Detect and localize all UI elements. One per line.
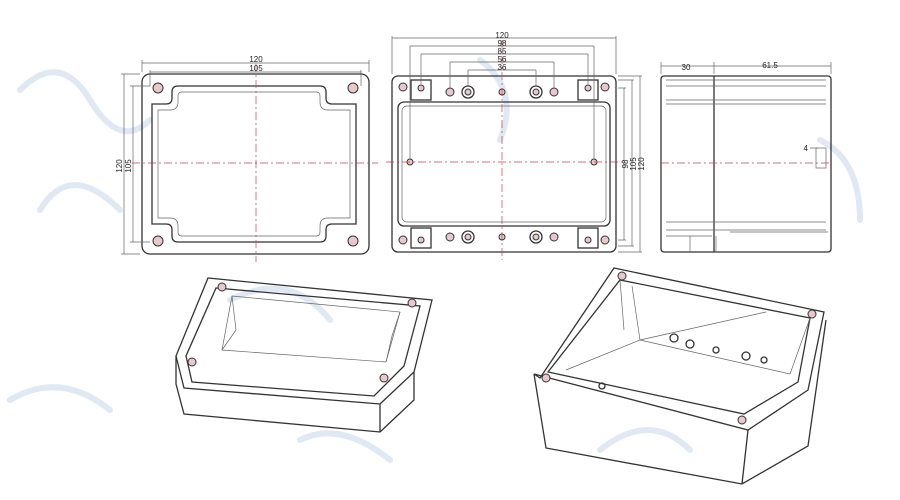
- dim-base-width-56: 56: [498, 55, 507, 64]
- dim-body-depth: 61.5: [762, 61, 778, 70]
- base-isometric: [533, 267, 827, 485]
- dim-base-height-98: 98: [621, 159, 630, 168]
- dim-lid-width-120: 120: [249, 55, 263, 64]
- base-bottom-view: 120 98 85 56 36 98 105 120: [386, 31, 646, 260]
- dim-lid-height-105: 105: [124, 159, 133, 173]
- dim-base-width-36: 36: [498, 63, 507, 72]
- dim-lid-width-105: 105: [249, 64, 263, 73]
- dim-base-width-85: 85: [498, 47, 507, 56]
- watermark: [7, 57, 863, 463]
- dim-base-width-120: 120: [495, 31, 509, 40]
- dim-lid-height-120: 120: [115, 159, 124, 173]
- side-view: 30 61.5 4: [660, 61, 832, 253]
- dim-slot: 4: [804, 144, 809, 153]
- lid-top-view: 120 105 120 105: [115, 55, 378, 262]
- mounting-holes: [406, 85, 598, 244]
- dim-lid-depth: 30: [682, 63, 691, 72]
- dim-base-width-98: 98: [498, 39, 507, 48]
- dim-base-height-120: 120: [637, 157, 646, 171]
- dim-base-height-105: 105: [629, 157, 638, 171]
- lid-isometric: [175, 277, 433, 433]
